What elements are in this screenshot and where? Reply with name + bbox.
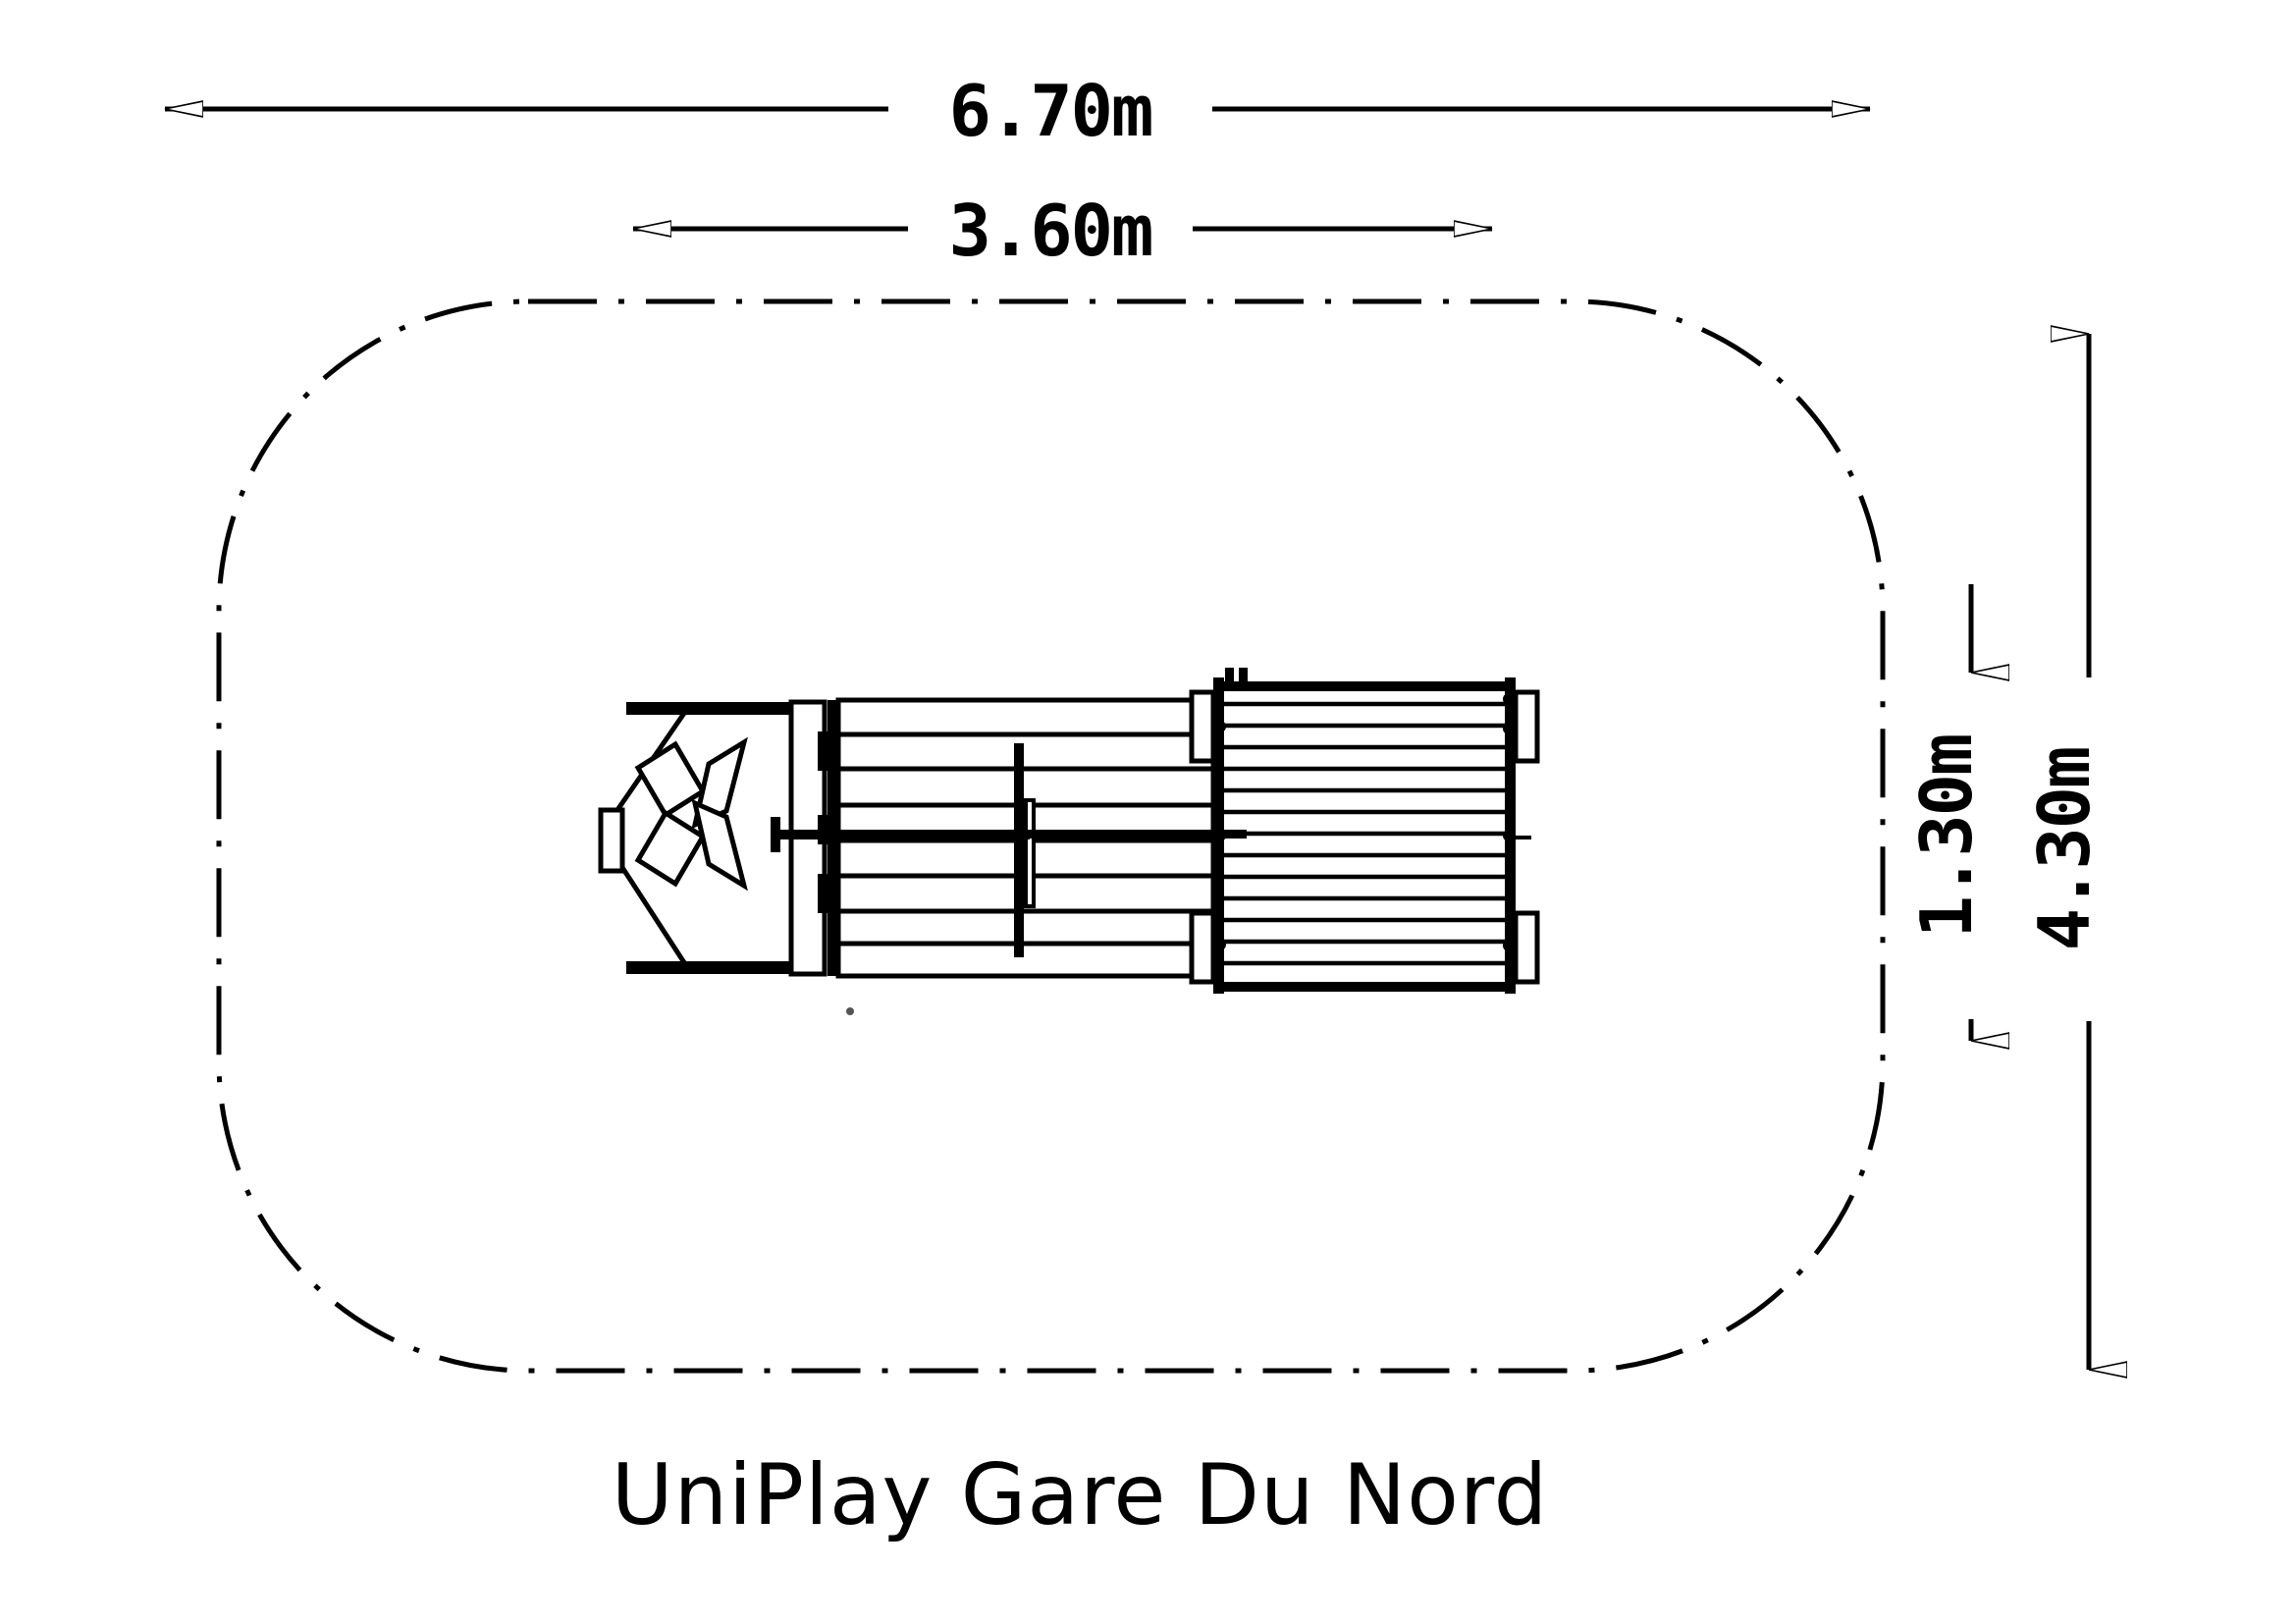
deck-left-fixing-1 [1214, 721, 1226, 732]
dim-label-overall-width: 6.70m [949, 70, 1152, 152]
deck-right-bracket-bottom [1513, 910, 1540, 985]
page-title: UniPlay Gare Du Nord [612, 1446, 1549, 1544]
dimension-overall-width: 6.70m [165, 70, 1870, 152]
nose-top-cap [626, 702, 793, 715]
deck-right-fixing-4 [1503, 940, 1515, 951]
dim-label-equipment-width: 3.60m [949, 189, 1152, 272]
safety-zone-outline [216, 298, 1886, 1374]
deck-right-bracket-top [1513, 689, 1540, 764]
handrail [771, 817, 1247, 852]
nose-tip-block [598, 807, 625, 874]
dim-label-equipment-depth: 1.30m [1905, 735, 1988, 939]
rear-deck [1189, 668, 1540, 994]
floor-marker-dot [846, 1007, 854, 1015]
rear-deck-top-edge [1217, 681, 1512, 691]
deck-right-fixing-3 [1503, 830, 1515, 841]
bulkhead-tab-top [818, 731, 828, 771]
rear-deck-bottom-edge [1217, 982, 1512, 992]
handrail-bar [775, 830, 1247, 839]
safety-zone-boundary [216, 298, 1886, 1374]
dimension-overall-depth: 4.30m [2023, 334, 2106, 1370]
bulkhead-tab-bottom [818, 874, 828, 913]
deck-left-bracket-top [1189, 689, 1216, 764]
nose-bar-4 [691, 798, 748, 892]
train-play-unit [598, 668, 1540, 1015]
nose-bars [634, 736, 748, 892]
deck-left-bracket-bottom [1189, 910, 1216, 985]
rear-deck-slats [1217, 701, 1512, 966]
dim-label-overall-depth: 4.30m [2023, 748, 2106, 951]
deck-left-fixing-3 [1214, 939, 1226, 950]
dimension-equipment-width: 3.60m [633, 189, 1492, 272]
dimension-equipment-depth: 1.30m [1905, 584, 1988, 1041]
cabin-divider-post [1014, 743, 1024, 957]
deck-right-fixing-1 [1503, 693, 1515, 705]
deck-nub-left-2 [1239, 668, 1248, 687]
handrail-end-left [771, 817, 780, 852]
cabin-divider-plate [1024, 798, 1036, 908]
deck-right-fixing-2 [1503, 723, 1515, 734]
nose-bottom-cap [626, 961, 793, 974]
deck-nub-left [1225, 668, 1234, 687]
